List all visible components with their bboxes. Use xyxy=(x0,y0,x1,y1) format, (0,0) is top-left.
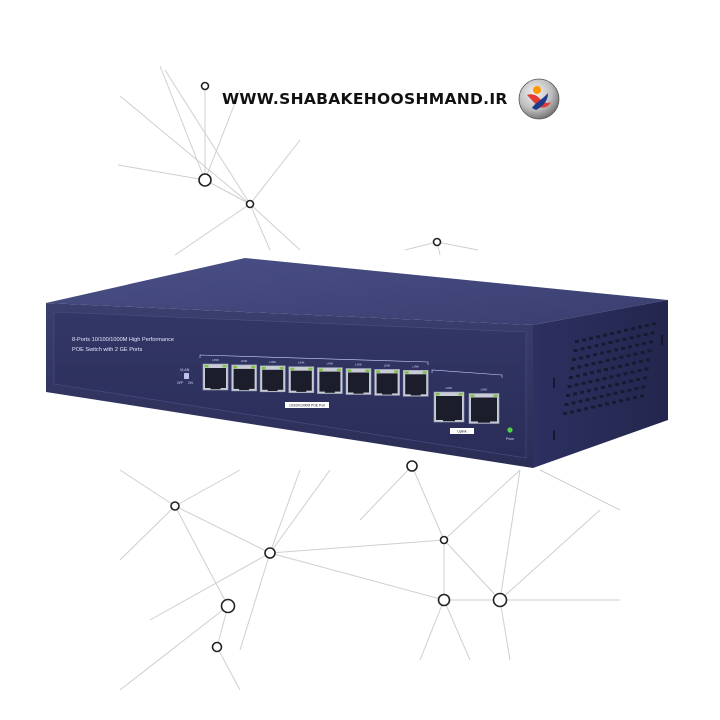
vlan-off-label: OFF xyxy=(177,381,183,385)
uplink-port-2[interactable] xyxy=(468,393,500,424)
port-status-label: LINK xyxy=(241,359,248,363)
uplink-label-plate xyxy=(450,428,474,434)
uplink-port-group: LINK LINK xyxy=(433,386,500,424)
poe-port-5-led-right xyxy=(336,368,341,371)
poe-port-3[interactable] xyxy=(259,365,286,393)
uplink-port-1[interactable] xyxy=(433,391,465,423)
port-status-label: LINK xyxy=(412,364,419,368)
power-led xyxy=(507,427,513,433)
port-status-label: LINK xyxy=(327,362,334,366)
poe-port-7-led-left xyxy=(376,370,381,373)
shabakeh-hooshmand-logo-icon xyxy=(518,78,560,120)
poe-port-bracket xyxy=(199,354,429,365)
poe-port-group: LINK LINK LINK LINK LINK LINK LINK LINK xyxy=(202,358,429,397)
website-url[interactable]: WWW.SHABAKEHOOSHMAND.IR xyxy=(222,90,508,108)
uplink-port-2-led-right xyxy=(493,394,498,397)
model-line-2: POE Switch with 2 GE Ports xyxy=(72,347,142,353)
poe-port-2[interactable] xyxy=(231,364,257,392)
uplink-port-1-led-left xyxy=(435,393,440,396)
poe-port-3-led-right xyxy=(279,366,284,370)
poe-port-5-led-left xyxy=(318,368,323,371)
uplink-port-1-led-right xyxy=(458,393,463,396)
poe-port-8[interactable] xyxy=(402,369,429,397)
poe-port-1-led-left xyxy=(204,365,209,368)
port-status-label: LINK xyxy=(384,363,391,367)
poe-port-4[interactable] xyxy=(288,366,315,394)
vlan-label: VLAN xyxy=(180,368,190,372)
uplink-bracket xyxy=(431,369,503,378)
port-status-label: LINK xyxy=(481,388,488,392)
chassis-side xyxy=(533,300,668,468)
brand-header: WWW.SHABAKEHOOSHMAND.IR xyxy=(222,78,560,120)
uplink-label: Uplink xyxy=(457,430,467,434)
power-label: Pwm xyxy=(506,437,514,441)
poe-port-6[interactable] xyxy=(345,368,372,395)
vlan-toggle[interactable] xyxy=(184,373,189,379)
poe-port-1[interactable] xyxy=(202,363,229,391)
poe-port-4-led-left xyxy=(290,367,295,371)
poe-port-7-led-right xyxy=(394,370,399,373)
model-line-1: 8-Ports 10/100/1000M High Performance xyxy=(72,337,174,343)
poe-port-5[interactable] xyxy=(317,367,343,394)
poe-port-2-led-left xyxy=(233,365,238,369)
port-status-label: LINK xyxy=(298,361,305,365)
port-status-label: LINK xyxy=(269,360,276,364)
poe-port-4-led-right xyxy=(308,367,313,371)
poe-port-6-led-right xyxy=(365,369,370,372)
port-status-label: LINK xyxy=(446,386,453,390)
poe-port-3-led-left xyxy=(261,366,266,370)
port-status-label: LINK xyxy=(355,363,362,367)
vlan-on-label: ON xyxy=(188,381,193,385)
poe-port-8-led-left xyxy=(404,371,409,374)
chassis-top xyxy=(46,258,668,325)
poe-port-7[interactable] xyxy=(374,369,400,396)
port-status-label: LINK xyxy=(212,358,219,362)
poe-port-8-led-right xyxy=(422,371,427,374)
poe-port-6-led-left xyxy=(347,369,352,372)
uplink-port-2-led-left xyxy=(470,394,475,397)
side-vents xyxy=(553,322,663,440)
poe-port-1-led-right xyxy=(222,365,227,368)
poe-port-label-plate xyxy=(285,402,329,408)
poe-port-2-led-right xyxy=(251,365,256,369)
poe-port-label: 10/100/1000M POE Port xyxy=(289,404,325,408)
